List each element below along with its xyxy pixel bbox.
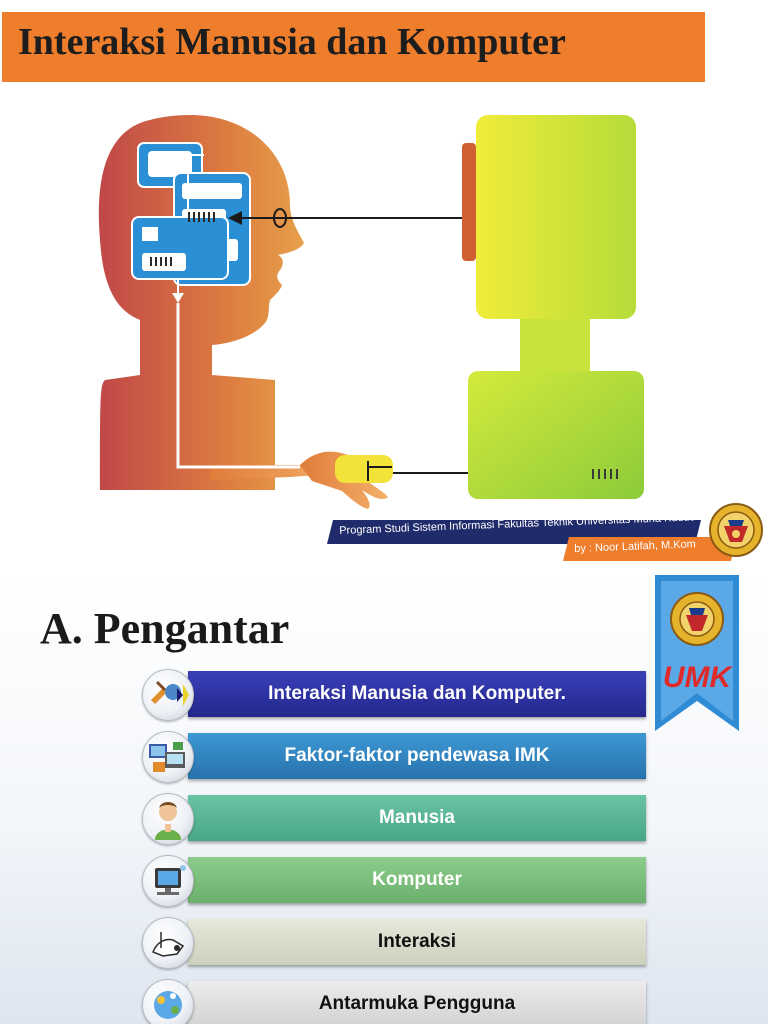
menu-button[interactable]: Komputer xyxy=(188,857,646,903)
tools-icon xyxy=(142,669,194,721)
perception-line xyxy=(228,208,465,228)
menu-item-interaksi-manusia-komputer[interactable]: Interaksi Manusia dan Komputer. xyxy=(140,669,650,721)
person-icon xyxy=(142,793,194,845)
menu-item-manusia[interactable]: Manusia xyxy=(140,793,650,845)
menu-item-interaksi[interactable]: Interaksi xyxy=(140,917,650,969)
menu-label: Faktor-faktor pendewasa IMK xyxy=(284,745,550,766)
hci-diagram xyxy=(98,115,644,509)
menu-item-komputer[interactable]: Komputer xyxy=(140,855,650,907)
menu-button[interactable]: Antarmuka Pengguna xyxy=(188,981,646,1024)
computer-icon xyxy=(142,855,194,907)
menu-button[interactable]: Interaksi Manusia dan Komputer. xyxy=(188,671,646,717)
menu-label: Antarmuka Pengguna xyxy=(318,993,516,1014)
mouse-graphic xyxy=(335,455,468,483)
interface-icon xyxy=(142,979,194,1024)
section-heading: A. Pengantar xyxy=(40,604,290,653)
menu-label: Komputer xyxy=(372,869,462,890)
umk-logo-ribbon: UMK xyxy=(655,575,739,731)
menu-button[interactable]: Manusia xyxy=(188,795,646,841)
monitor-graphic xyxy=(462,115,644,499)
menu-label: Interaksi xyxy=(377,931,457,952)
university-seal-icon xyxy=(709,503,763,557)
handshake-icon xyxy=(142,917,194,969)
umk-logo-text: UMK xyxy=(663,661,734,694)
menu-button[interactable]: Interaksi xyxy=(188,919,646,965)
cognition-diagram xyxy=(131,142,300,469)
slide-title: Interaksi Manusia dan Komputer xyxy=(2,12,763,561)
title-banner xyxy=(2,12,705,82)
devices-icon xyxy=(142,731,194,783)
menu-button[interactable]: Faktor-faktor pendewasa IMK xyxy=(188,733,646,779)
menu-label: Interaksi Manusia dan Komputer. xyxy=(268,683,566,704)
menu-label: Manusia xyxy=(378,807,456,828)
menu-item-antarmuka-pengguna[interactable]: Antarmuka Pengguna xyxy=(140,979,650,1024)
slide-title-text: Interaksi Manusia dan Komputer xyxy=(18,21,566,63)
menu-item-faktor-pendewasa[interactable]: Faktor-faktor pendewasa IMK xyxy=(140,731,650,783)
slide-introduction: A. Pengantar UMK Interaksi Manusia dan K… xyxy=(0,575,768,1024)
